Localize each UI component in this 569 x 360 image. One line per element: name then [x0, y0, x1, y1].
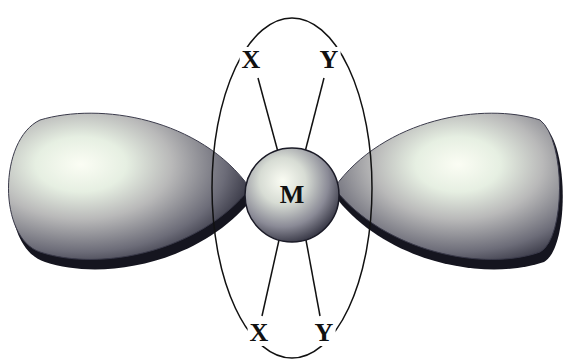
- bond-line: [258, 78, 278, 152]
- ligand-label: Y: [318, 47, 341, 73]
- bond-line: [262, 240, 279, 316]
- metal-atom: M: [244, 147, 340, 243]
- ligand-plane: [212, 18, 372, 358]
- ligand-label: X: [248, 320, 271, 346]
- orbital-lobe: [9, 113, 251, 259]
- bond-line: [306, 240, 320, 316]
- bond-line: [305, 78, 324, 152]
- ligand-label: Y: [313, 320, 336, 346]
- ligand-label: X: [240, 47, 263, 73]
- atom-symbol: M: [244, 147, 340, 243]
